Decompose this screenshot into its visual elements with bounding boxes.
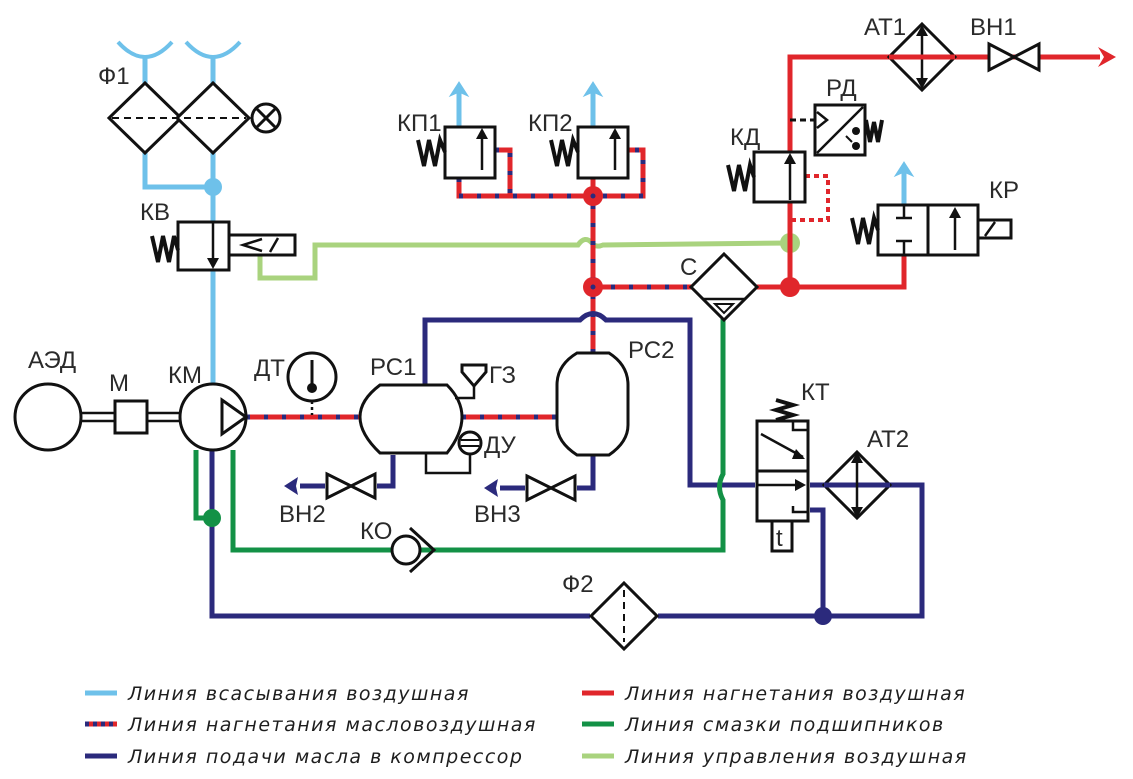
- valve-vn1[interactable]: [987, 41, 1041, 73]
- label-km: КМ: [168, 362, 202, 389]
- pressure-valve-kd[interactable]: [726, 150, 807, 204]
- label-at1: АТ1: [864, 14, 906, 41]
- legend-item-bearing-lube: Линия смазки подшипников: [582, 714, 945, 736]
- discharge-junction-dot: [780, 277, 800, 297]
- label-rs1: РС1: [370, 354, 416, 381]
- label-vn1: ВН1: [970, 14, 1017, 41]
- drain-arrows: [284, 477, 498, 497]
- solenoid-valve-kr[interactable]: [850, 203, 1013, 257]
- legend: Линия всасывания воздушная Линия нагнета…: [85, 683, 968, 768]
- label-m: М: [109, 370, 129, 397]
- label-kv: КВ: [140, 199, 170, 226]
- label-kd: КД: [730, 124, 760, 151]
- label-du: ДУ: [484, 432, 517, 459]
- label-aed: АЭД: [28, 347, 76, 374]
- coupling-m[interactable]: [113, 399, 149, 435]
- legend-label: Линия смазки подшипников: [624, 714, 945, 736]
- kt-timer-label: t: [776, 525, 783, 552]
- valve-kv[interactable]: [150, 220, 297, 272]
- label-kp2: КП2: [528, 110, 573, 137]
- filler-cap-gz[interactable]: [455, 363, 488, 400]
- label-at2: АТ2: [867, 426, 909, 453]
- level-gauge-du[interactable]: [424, 430, 483, 475]
- heat-exchanger-at1[interactable]: [886, 21, 958, 93]
- discharge-oil-air-lines: [246, 147, 692, 420]
- label-ko: КО: [360, 518, 392, 545]
- lube-junction-dot: [203, 509, 221, 527]
- receiver-rs2[interactable]: [555, 351, 630, 457]
- legend-item-control-air: Линия управления воздушная: [582, 746, 968, 768]
- heat-exchanger-at2[interactable]: [821, 449, 893, 521]
- legend-item-suction-air: Линия всасывания воздушная: [85, 683, 470, 705]
- label-dt: ДТ: [254, 355, 285, 382]
- label-vn2: ВН2: [279, 501, 326, 528]
- legend-item-discharge-air: Линия нагнетания воздушная: [582, 683, 966, 705]
- legend-label: Линия подачи масла в компрессор: [127, 746, 524, 768]
- safety-valve-kp1[interactable]: [416, 125, 497, 180]
- legend-label: Линия нагнетания масловоздушная: [127, 714, 537, 736]
- label-gz: ГЗ: [489, 362, 516, 389]
- label-f1: Ф1: [98, 63, 130, 90]
- compressor-km[interactable]: [178, 382, 249, 452]
- air-intake-funnels: [116, 40, 242, 59]
- oil-filter-f2[interactable]: [588, 580, 660, 652]
- pressure-switch-rd[interactable]: [813, 103, 884, 157]
- suction-junction-dot: [204, 178, 222, 196]
- label-s: С: [680, 254, 697, 281]
- legend-label: Линия всасывания воздушная: [127, 683, 470, 705]
- shaft-lines: [81, 411, 181, 423]
- legend-label: Линия управления воздушная: [624, 746, 968, 768]
- legend-label: Линия нагнетания воздушная: [624, 683, 966, 705]
- oil-junction-dot: [814, 607, 832, 625]
- separator-tank-rs1[interactable]: [358, 383, 464, 455]
- separator-c[interactable]: [688, 251, 760, 323]
- legend-item-oil-supply: Линия подачи масла в компрессор: [85, 746, 524, 768]
- vent-arrows: [448, 81, 915, 205]
- junction-center: [590, 284, 596, 290]
- filter-f1[interactable]: [106, 80, 282, 156]
- label-kt: КТ: [801, 379, 830, 406]
- label-kp1: КП1: [397, 110, 442, 137]
- valve-vn2[interactable]: [325, 471, 377, 501]
- valve-vn3[interactable]: [525, 473, 577, 503]
- safety-valve-kp2[interactable]: [549, 125, 630, 180]
- kd-pilot-line: [790, 174, 830, 222]
- label-rd: РД: [826, 75, 857, 102]
- legend-item-discharge-oil-air: Линия нагнетания масловоздушная: [85, 714, 537, 736]
- junction-center: [590, 193, 596, 199]
- outlet-arrow: [1098, 47, 1116, 67]
- label-f2: Ф2: [562, 571, 594, 598]
- temperature-sensor-dt[interactable]: [286, 351, 338, 415]
- electric-motor-aed[interactable]: [13, 382, 83, 452]
- label-kr: КР: [989, 177, 1019, 204]
- label-rs2: РС2: [628, 337, 674, 364]
- check-valve-ko[interactable]: [390, 526, 437, 574]
- label-vn3: ВН3: [474, 501, 521, 528]
- thermo-valve-kt[interactable]: [755, 398, 810, 553]
